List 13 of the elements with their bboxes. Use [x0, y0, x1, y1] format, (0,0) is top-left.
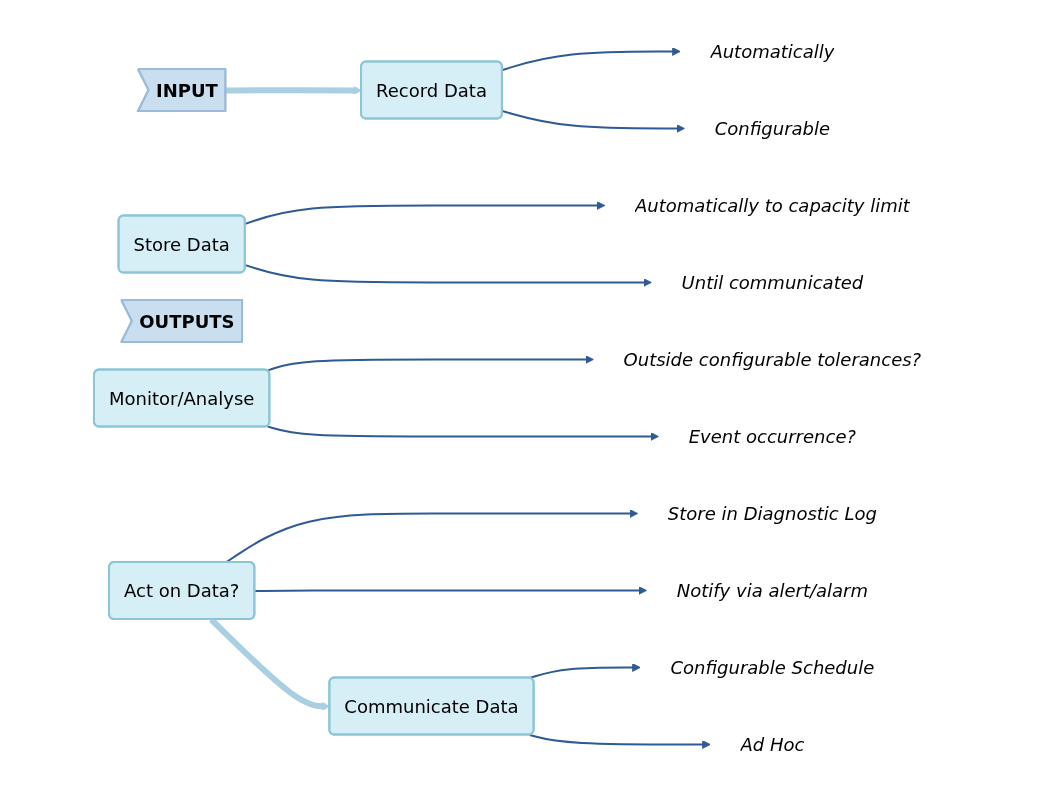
node-text: Configurable Schedule [670, 657, 875, 678]
node-text: Outside configurable tolerances? [624, 349, 922, 370]
node-text: Notify via alert/alarm [677, 580, 869, 601]
arrow [266, 425, 660, 441]
arrow [254, 586, 648, 595]
arrow [225, 509, 639, 564]
node-text: Event occurrence? [689, 426, 857, 447]
arrow [266, 355, 595, 372]
arrow [529, 663, 642, 680]
arrow [529, 733, 712, 749]
node-text: Until communicated [681, 272, 864, 293]
node-text: Store in Diagnostic Log [668, 503, 878, 524]
node-text: Configurable [715, 118, 831, 139]
